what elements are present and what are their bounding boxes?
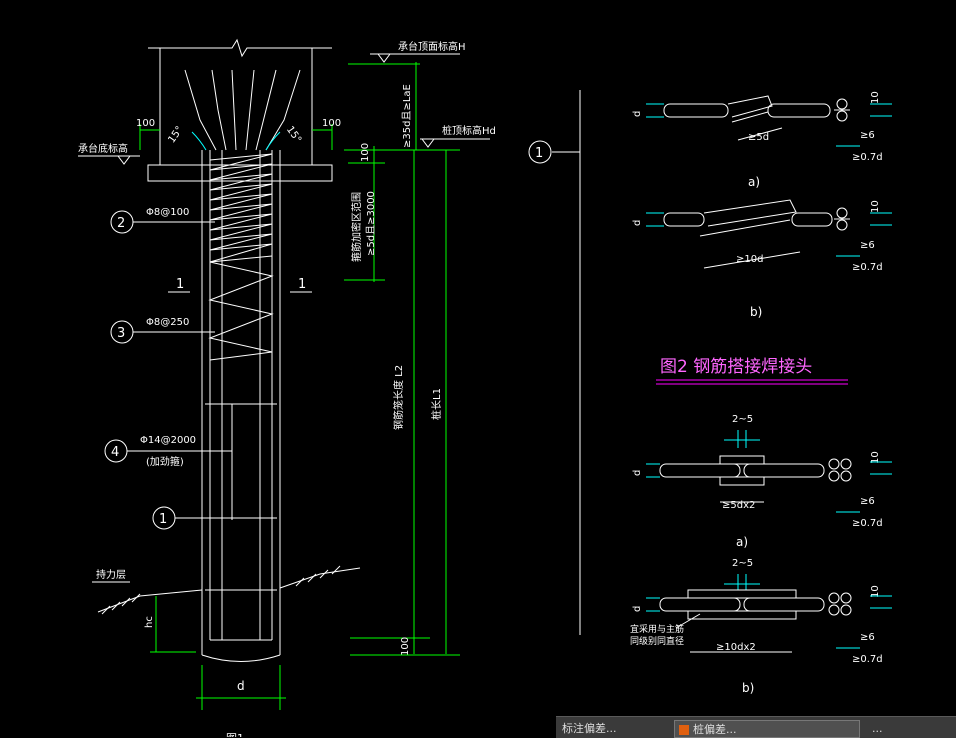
dim-ge6-d: ≥6 — [860, 632, 875, 643]
dim-10-d: 10 — [870, 585, 881, 598]
cap-bottom-label: 承台底标高 — [78, 142, 128, 155]
dense-zone-label: 箍筋加密区范围 — [350, 192, 363, 262]
callout-2-text: Φ8@100 — [146, 207, 189, 218]
taskbar: 标注偏差... 桩偏差... ... — [556, 716, 956, 738]
taskbar-item-2-label: 桩偏差... — [693, 723, 737, 736]
pile-cap — [147, 164, 333, 182]
lap-5d-label: ≥5d — [748, 132, 769, 143]
pile-elevation: 15° 15° 100 100 承台底标高 1 — [78, 38, 361, 737]
dim-d-a: d — [632, 111, 643, 117]
sub-a-bottom: a) — [736, 535, 748, 549]
detail-a-top: d ≥5d 10 ≥6 ≥0.7d a) — [632, 91, 892, 189]
dim-ge6-b: ≥6 — [860, 240, 875, 251]
len-5dx2-label: ≥5dx2 — [722, 500, 755, 511]
rebar-length-label: 钢筋笼长度 L2 — [392, 365, 405, 430]
dim-100-right: 100 — [322, 118, 341, 129]
lae-dim-label: ≥35d且≥LaE — [401, 84, 413, 148]
dim-d-c: d — [632, 470, 643, 476]
dim-10-a: 10 — [870, 91, 881, 104]
bearing-layer-label: 持力层 — [96, 568, 126, 581]
callout-4-note: (加劲箍) — [146, 455, 184, 468]
fig1-caption: 图1 — [226, 732, 244, 737]
detail-mark-num: 1 — [535, 146, 543, 161]
dense-length-label: ≥5d且≥3000 — [365, 191, 377, 256]
cap-top-label: 承台顶面标高H — [398, 40, 466, 53]
note-bar-line2: 同级别同直径 — [630, 635, 684, 647]
pile-diameter-label: d — [237, 679, 245, 693]
dim-ge6-a: ≥6 — [860, 130, 875, 141]
dim-07d-b: ≥0.7d — [852, 262, 883, 273]
len-10dx2-label: ≥10dx2 — [716, 642, 756, 653]
callout-1-num: 1 — [159, 512, 167, 527]
note-bar-line1: 宜采用与主筋 — [630, 623, 684, 635]
dim-d-b: d — [632, 220, 643, 226]
dim-10-c: 10 — [870, 451, 881, 464]
dim-07d-c: ≥0.7d — [852, 518, 883, 529]
hc-label: hc — [144, 616, 155, 628]
detail-a-bottom: 2~5 d ≥5dx2 10 ≥6 ≥0.7d a) — [632, 414, 892, 549]
detail-b-bottom: 2~5 d 宜采用与主筋 同级别同直径 ≥10dx2 10 ≥6 ≥0.7d b… — [630, 558, 892, 695]
callout-3-num: 3 — [117, 326, 125, 341]
fig2-title: 图2 钢筋搭接焊接头 — [660, 357, 812, 377]
taskbar-item-3[interactable]: ... — [872, 720, 952, 738]
dim-07d-d: ≥0.7d — [852, 654, 883, 665]
dim-10-b: 10 — [870, 200, 881, 213]
dim-100-top: 100 — [360, 143, 371, 162]
callout-4-num: 4 — [111, 445, 119, 460]
callout-2-num: 2 — [117, 216, 125, 231]
lap-weld-details: 1 d ≥5d 10 ≥6 ≥0.7d a) d — [528, 90, 892, 695]
sub-b-bottom: b) — [742, 681, 754, 695]
taskbar-item-2[interactable]: 桩偏差... — [674, 720, 860, 738]
gap-label-a: 2~5 — [732, 414, 753, 425]
taskbar-item-1[interactable]: 标注偏差... — [562, 720, 670, 738]
angle-label-left: 15° — [166, 124, 185, 145]
taskbar-item-3-label: ... — [872, 722, 883, 735]
angle-label-right: 15° — [284, 124, 303, 145]
dim-100-bottom: 100 — [400, 637, 411, 656]
lap-10d-label: ≥10d — [736, 254, 763, 265]
dim-d-d: d — [632, 606, 643, 612]
sub-b-top: b) — [750, 305, 762, 319]
pile-length-label: 桩长L1 — [430, 388, 443, 420]
taskbar-item-1-label: 标注偏差... — [562, 722, 617, 735]
break-line — [148, 38, 332, 58]
section-mark-left: 1 — [176, 277, 184, 292]
detail-b-top: d ≥10d 10 ≥6 ≥0.7d b) — [632, 199, 892, 319]
section-mark-right: 1 — [298, 277, 306, 292]
dim-ge6-c: ≥6 — [860, 496, 875, 507]
elevation-dimensions: 承台顶面标高H ≥35d且≥LaE 桩顶标高Hd 100 箍筋加密区范围 ≥5d… — [344, 40, 496, 656]
sub-a-top: a) — [748, 175, 760, 189]
app-icon — [679, 725, 689, 735]
callout-3-text: Φ8@250 — [146, 317, 189, 328]
callout-4-text: Φ14@2000 — [140, 435, 196, 446]
dim-07d-a: ≥0.7d — [852, 152, 883, 163]
gap-label-b: 2~5 — [732, 558, 753, 569]
dim-100-left: 100 — [136, 118, 155, 129]
detail-mark-circle — [528, 140, 552, 164]
pile-top-label: 桩顶标高Hd — [442, 124, 496, 137]
